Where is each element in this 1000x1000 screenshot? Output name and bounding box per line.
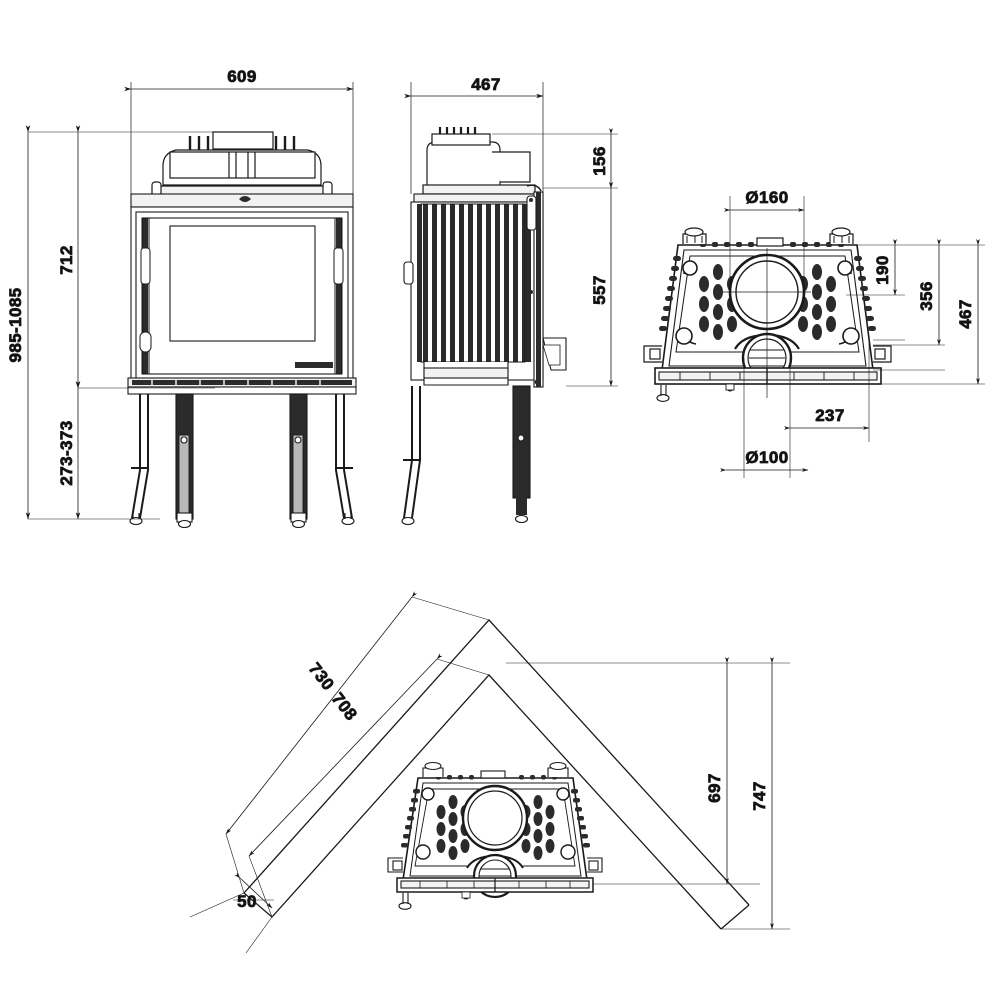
front-top-plate xyxy=(130,193,354,208)
dim-712: 712 xyxy=(57,245,76,275)
dim-467-side: 467 xyxy=(471,75,501,94)
front-bottom-rail xyxy=(127,377,357,395)
dim-747: 747 xyxy=(750,781,769,811)
top-view xyxy=(643,227,892,402)
front-glass-pane xyxy=(169,225,316,342)
top-inner-corner-guides xyxy=(675,260,860,345)
front-outer-frame xyxy=(130,206,354,386)
dim-985-1085: 985-1085 xyxy=(6,287,25,362)
top-view-dimensions: Ø160 190 356 467 237 Ø100 xyxy=(720,188,985,478)
top-vent-holes xyxy=(699,264,836,340)
front-top-assembly xyxy=(151,131,333,201)
front-legs xyxy=(129,393,355,529)
dim-273-373: 273-373 xyxy=(57,420,76,485)
front-view-dimensions: 609 712 985-1085 273-373 xyxy=(6,67,354,520)
side-top-assembly xyxy=(422,127,536,195)
top-latch-blocks xyxy=(643,345,892,363)
side-view-dimensions: 467 156 557 xyxy=(404,75,618,387)
dim-d160: Ø160 xyxy=(745,188,788,207)
front-view xyxy=(127,131,357,529)
side-legs xyxy=(401,385,531,526)
dim-237: 237 xyxy=(815,406,845,425)
top-base-rail xyxy=(654,367,882,402)
dim-356: 356 xyxy=(917,281,936,311)
dim-50: 50 xyxy=(237,892,257,911)
top-mount-brackets xyxy=(682,227,854,247)
dim-467-top: 467 xyxy=(956,299,975,329)
dim-557: 557 xyxy=(590,275,609,305)
side-body xyxy=(403,184,567,388)
dim-156: 156 xyxy=(590,146,609,176)
side-view xyxy=(401,127,567,526)
top-flue-collar xyxy=(723,248,811,336)
dim-d100: Ø100 xyxy=(745,448,788,467)
corner-stove-body xyxy=(387,761,603,910)
top-serrations xyxy=(659,242,876,331)
dim-697: 697 xyxy=(705,773,724,803)
dim-609: 609 xyxy=(227,67,257,86)
front-hinge-strips xyxy=(139,217,344,375)
dim-190: 190 xyxy=(873,255,892,285)
front-handle xyxy=(295,362,333,368)
